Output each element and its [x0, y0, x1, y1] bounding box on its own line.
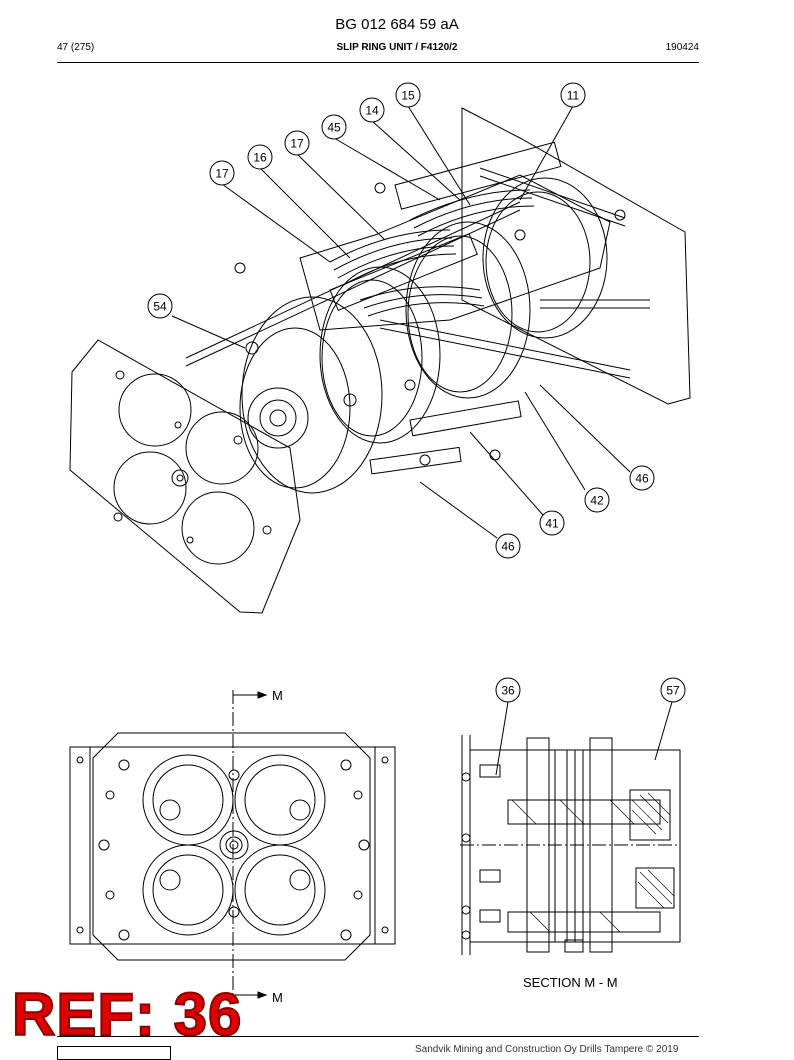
callout-balloon: 36	[495, 677, 521, 703]
callout-label: 17	[290, 137, 304, 151]
section-label: SECTION M - M	[523, 975, 618, 990]
page-number: 47 (275)	[57, 42, 95, 53]
callout-label: 14	[365, 104, 379, 118]
callout-balloon: 17	[284, 130, 310, 156]
document-id: BG 012 684 59 aA	[335, 16, 459, 33]
callout-label: 15	[401, 89, 415, 103]
callout-label: 17	[215, 167, 229, 181]
callout-label: 54	[153, 300, 167, 314]
front-view	[69, 690, 396, 1000]
callout-label: 46	[635, 472, 649, 486]
callout-balloon: 16	[247, 144, 273, 170]
callout-balloon: 14	[359, 97, 385, 123]
header-rule	[57, 62, 699, 63]
callout-label: 42	[590, 494, 604, 508]
section-marker-bottom: M	[272, 990, 283, 1005]
mounting-plate	[69, 339, 301, 614]
section-callouts: 36 57	[495, 677, 686, 703]
callout-label: 16	[253, 151, 267, 165]
document-date: 190424	[665, 42, 699, 53]
callout-balloon: 11	[560, 82, 586, 108]
callout-balloon: 57	[660, 677, 686, 703]
iso-callouts: 15 11 14 45 17 16 17 54 46 42 41 46	[147, 82, 655, 559]
callout-label: 46	[501, 540, 515, 554]
footer-rule	[57, 1036, 699, 1037]
callout-label: 36	[501, 684, 515, 698]
callout-label: 41	[545, 517, 559, 531]
callout-balloon: 41	[539, 510, 565, 536]
section-view	[460, 701, 681, 955]
callout-balloon: 54	[147, 293, 173, 319]
isometric-view	[69, 107, 691, 614]
callout-balloon: 15	[395, 82, 421, 108]
callout-balloon: 46	[629, 465, 655, 491]
section-marker-top: M	[272, 688, 283, 703]
leader-lines	[171, 105, 631, 539]
page-title: SLIP RING UNIT / F4120/2	[336, 42, 458, 53]
reference-stamp: REF: 36	[11, 981, 243, 1048]
callout-balloon: 46	[495, 533, 521, 559]
callout-label: 57	[666, 684, 680, 698]
company-logo	[57, 1046, 171, 1060]
callout-label: 45	[327, 121, 341, 135]
rear-plate	[461, 107, 691, 405]
callout-balloon: 42	[584, 487, 610, 513]
callout-balloon: 45	[321, 114, 347, 140]
callout-balloon: 17	[209, 160, 235, 186]
callout-label: 11	[567, 89, 580, 103]
footer-copyright: Sandvik Mining and Construction Oy Drill…	[415, 1044, 679, 1055]
